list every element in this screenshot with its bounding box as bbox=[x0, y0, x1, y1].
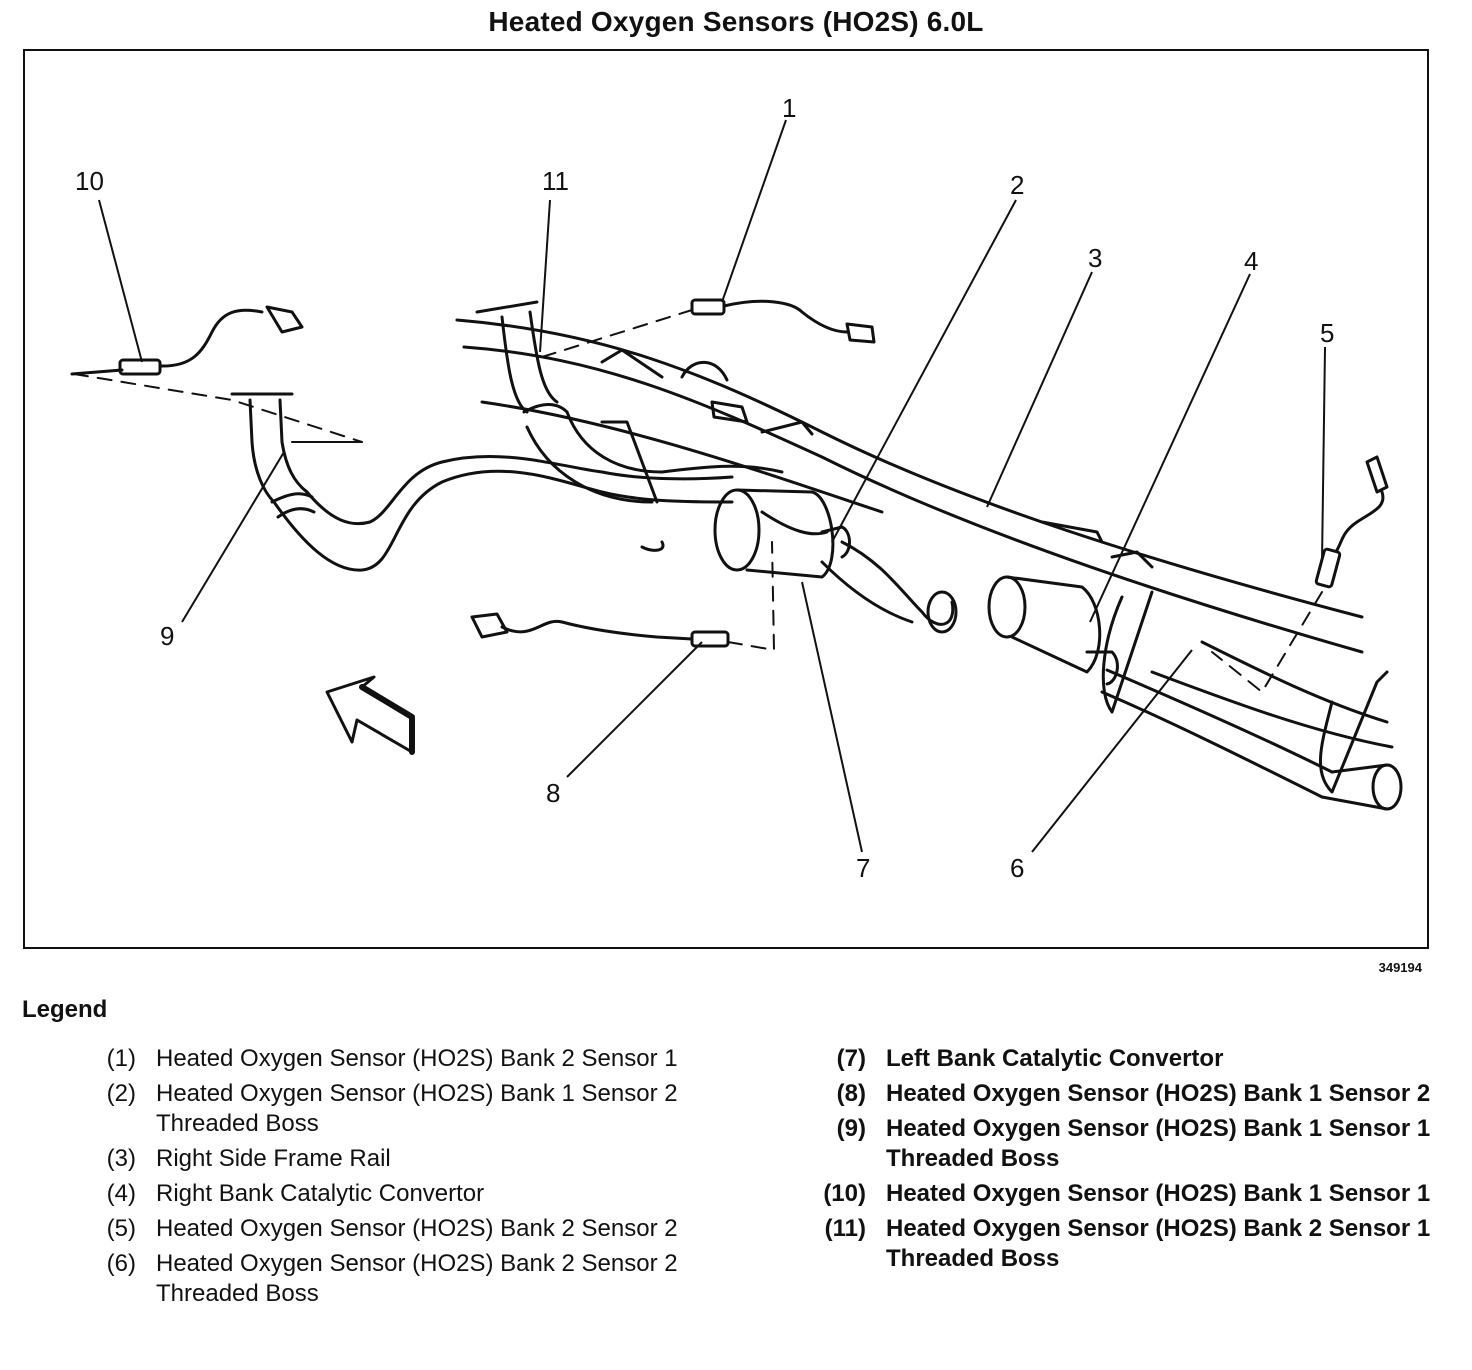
page-title: Heated Oxygen Sensors (HO2S) 6.0L bbox=[488, 6, 984, 37]
callout-7: 7 bbox=[856, 853, 870, 883]
sensor-10-install-line bbox=[73, 373, 363, 443]
callout-5: 5 bbox=[1320, 318, 1334, 348]
ho2s-bank2-sensor2 bbox=[1314, 455, 1389, 589]
legend-text: Heated Oxygen Sensor (HO2S) Bank 2 Senso… bbox=[156, 1215, 678, 1242]
legend-item-2: (2) Heated Oxygen Sensor (HO2S) Bank 1 S… bbox=[70, 1079, 690, 1139]
callout-3: 3 bbox=[1088, 243, 1102, 273]
legend-text: Heated Oxygen Sensor (HO2S) Bank 1 Senso… bbox=[886, 1080, 1431, 1107]
callout-8: 8 bbox=[546, 778, 560, 808]
legend-text: Left Bank Catalytic Convertor bbox=[886, 1045, 1224, 1072]
leader-lines bbox=[98, 119, 1326, 853]
sensor-1-install-line bbox=[541, 309, 693, 358]
legend-item-10: (10) Heated Oxygen Sensor (HO2S) Bank 1 … bbox=[800, 1179, 1440, 1209]
legend-left-column: (1) Heated Oxygen Sensor (HO2S) Bank 2 S… bbox=[70, 1044, 690, 1314]
legend-text: Heated Oxygen Sensor (HO2S) Bank 2 Senso… bbox=[156, 1045, 678, 1072]
legend-text: Right Side Frame Rail bbox=[156, 1145, 391, 1172]
legend-number: (11) bbox=[824, 1215, 866, 1242]
legend-right-column: (7) Left Bank Catalytic Convertor (8) He… bbox=[800, 1044, 1440, 1279]
legend-number: (4) bbox=[106, 1180, 136, 1207]
legend-item-5: (5) Heated Oxygen Sensor (HO2S) Bank 2 S… bbox=[70, 1214, 690, 1244]
legend-item-11: (11) Heated Oxygen Sensor (HO2S) Bank 2 … bbox=[800, 1214, 1440, 1274]
callout-1: 1 bbox=[782, 93, 796, 123]
legend-number: (8) bbox=[836, 1080, 866, 1107]
legend-item-3: (3) Right Side Frame Rail bbox=[70, 1144, 690, 1174]
legend-number: (5) bbox=[106, 1215, 136, 1242]
sensor-5-install-line bbox=[1211, 591, 1323, 693]
callout-2: 2 bbox=[1010, 170, 1024, 200]
legend-number: (6) bbox=[106, 1250, 136, 1277]
legend-number: (2) bbox=[106, 1080, 136, 1107]
legend-item-4: (4) Right Bank Catalytic Convertor bbox=[70, 1179, 690, 1209]
legend-number: (3) bbox=[106, 1145, 136, 1172]
legend-text: Heated Oxygen Sensor (HO2S) Bank 1 Senso… bbox=[886, 1180, 1431, 1207]
exhaust-diagram: 1 2 3 4 5 6 7 8 9 10 11 bbox=[70, 93, 1403, 883]
figure-id: 349194 bbox=[1378, 960, 1422, 975]
legend-text: Heated Oxygen Sensor (HO2S) Bank 2 Senso… bbox=[156, 1250, 678, 1307]
legend-text: Heated Oxygen Sensor (HO2S) Bank 1 Senso… bbox=[886, 1115, 1431, 1172]
legend-text: Heated Oxygen Sensor (HO2S) Bank 1 Senso… bbox=[156, 1080, 678, 1137]
left-exhaust-manifold-pipe bbox=[230, 392, 734, 572]
legend-item-9: (9) Heated Oxygen Sensor (HO2S) Bank 1 S… bbox=[800, 1114, 1440, 1174]
ho2s-bank2-sensor1 bbox=[690, 298, 876, 344]
ho2s-bank1-sensor1 bbox=[70, 305, 304, 376]
legend-item-1: (1) Heated Oxygen Sensor (HO2S) Bank 2 S… bbox=[70, 1044, 690, 1074]
right-bank-catalytic-convertor bbox=[987, 575, 1403, 811]
callout-4: 4 bbox=[1244, 246, 1258, 276]
legend-number: (7) bbox=[836, 1045, 866, 1072]
callout-10: 10 bbox=[75, 166, 104, 196]
left-bank-catalytic-convertor bbox=[640, 488, 958, 634]
legend-number: (9) bbox=[836, 1115, 866, 1142]
legend-item-8: (8) Heated Oxygen Sensor (HO2S) Bank 1 S… bbox=[800, 1079, 1440, 1109]
ho2s-bank1-sensor2 bbox=[470, 612, 730, 648]
legend-item-7: (7) Left Bank Catalytic Convertor bbox=[800, 1044, 1440, 1074]
diagram-frame: 1 2 3 4 5 6 7 8 9 10 11 bbox=[23, 49, 1429, 949]
legend-number: (10) bbox=[823, 1180, 866, 1207]
legend-text: Right Bank Catalytic Convertor bbox=[156, 1180, 485, 1207]
callout-9: 9 bbox=[160, 621, 174, 651]
front-direction-arrow bbox=[325, 675, 415, 755]
right-exhaust-manifold-pipe bbox=[475, 300, 784, 504]
legend-text: Heated Oxygen Sensor (HO2S) Bank 2 Senso… bbox=[886, 1215, 1431, 1272]
callout-11: 11 bbox=[542, 166, 569, 196]
legend-item-6: (6) Heated Oxygen Sensor (HO2S) Bank 2 S… bbox=[70, 1249, 690, 1309]
legend-number: (1) bbox=[106, 1045, 136, 1072]
legend-heading: Legend bbox=[22, 996, 108, 1023]
callout-6: 6 bbox=[1010, 853, 1024, 883]
